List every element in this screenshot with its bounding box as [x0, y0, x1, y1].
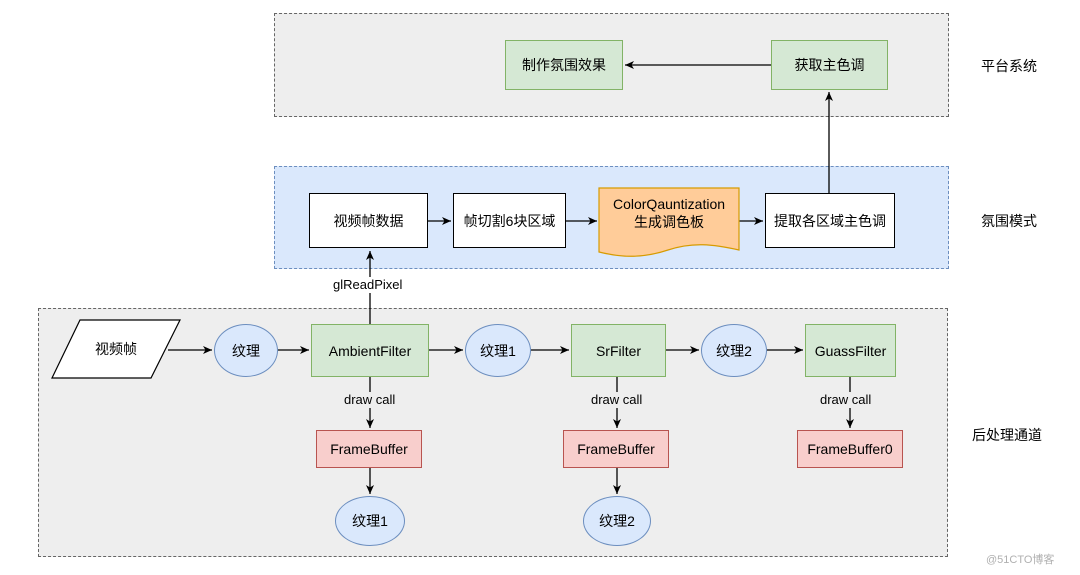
get-main-tone-box: 获取主色调 — [771, 40, 888, 90]
guass-filter-box: GuassFilter — [805, 324, 896, 377]
draw-call-3-label: draw call — [818, 392, 874, 408]
sr-filter-label: SrFilter — [595, 342, 642, 359]
color-quantization-line2: 生成调色板 — [634, 214, 704, 230]
texture1-out-ellipse: 纹理1 — [335, 496, 405, 546]
texture1-label: 纹理1 — [480, 342, 516, 359]
extract-region-tone-box: 提取各区域主色调 — [765, 193, 895, 248]
ambient-filter-box: AmbientFilter — [311, 324, 429, 377]
guass-filter-label: GuassFilter — [814, 342, 887, 359]
framebuffer-a-label: FrameBuffer — [330, 441, 408, 457]
frame-split-box: 帧切割6块区域 — [453, 193, 566, 248]
color-quantization-shape — [598, 187, 740, 257]
framebuffer-b-box: FrameBuffer — [563, 430, 669, 468]
texture-label: 纹理 — [232, 342, 260, 359]
postprocess-lane-label: 后处理通道 — [972, 427, 1042, 443]
framebuffer0-label: FrameBuffer0 — [807, 441, 893, 457]
video-frame-data-box: 视频帧数据 — [309, 193, 428, 248]
video-frame-data-label: 视频帧数据 — [333, 212, 404, 229]
texture2-label: 纹理2 — [716, 342, 752, 359]
texture2-out-ellipse: 纹理2 — [583, 496, 651, 546]
make-effect-label: 制作氛围效果 — [522, 57, 606, 73]
get-main-tone-label: 获取主色调 — [794, 57, 865, 73]
gl-read-pixel-label: glReadPixel — [331, 277, 405, 293]
sr-filter-box: SrFilter — [571, 324, 666, 377]
texture-ellipse: 纹理 — [214, 324, 278, 377]
extract-region-tone-label: 提取各区域主色调 — [774, 212, 886, 229]
color-quantization-line1: ColorQauntization — [612, 196, 726, 212]
texture2-out-label: 纹理2 — [599, 513, 635, 529]
framebuffer-a-box: FrameBuffer — [316, 430, 422, 468]
framebuffer-b-label: FrameBuffer — [577, 441, 655, 457]
draw-call-2-label: draw call — [589, 392, 645, 408]
make-effect-box: 制作氛围效果 — [505, 40, 623, 90]
ambient-filter-label: AmbientFilter — [328, 342, 412, 359]
texture2-ellipse: 纹理2 — [701, 324, 767, 377]
platform-lane-label: 平台系统 — [981, 58, 1037, 74]
watermark: @51CTO博客 — [986, 554, 1055, 566]
ambient-lane-label: 氛围模式 — [981, 213, 1037, 229]
texture1-ellipse: 纹理1 — [465, 324, 531, 377]
framebuffer0-box: FrameBuffer0 — [797, 430, 903, 468]
frame-split-label: 帧切割6块区域 — [463, 212, 556, 229]
video-frame-text: 视频帧 — [66, 319, 166, 379]
texture1-out-label: 纹理1 — [352, 513, 388, 529]
color-quantization-text: ColorQauntization 生成调色板 — [599, 191, 739, 235]
video-frame-label: 视频帧 — [95, 341, 137, 357]
draw-call-1-label: draw call — [342, 392, 398, 408]
video-frame-parallelogram — [51, 319, 181, 379]
